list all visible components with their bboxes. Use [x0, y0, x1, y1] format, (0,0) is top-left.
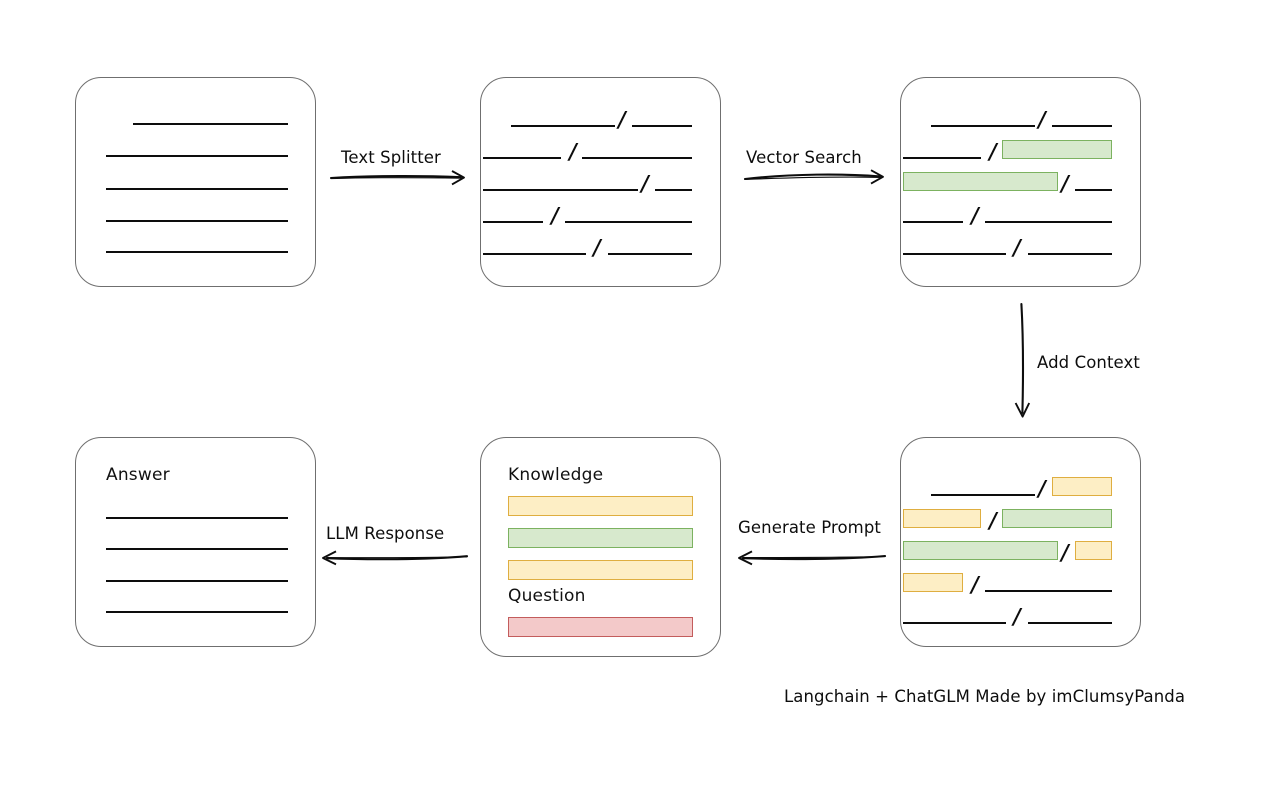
chunk-segment: [608, 253, 692, 255]
chunk-segment: [632, 125, 692, 127]
chunk-segment: [483, 221, 543, 223]
context-chunk-yellow: [903, 573, 963, 592]
chunk-segment: [565, 221, 692, 223]
matched-chunk-green: [903, 172, 1058, 191]
chunk-segment: [483, 157, 561, 159]
chunk-separator: /: [989, 507, 997, 533]
doc-line: [106, 220, 288, 222]
knowledge-bar-yellow: [508, 560, 693, 580]
answer-line: [106, 611, 288, 613]
answer-line: [106, 517, 288, 519]
edge-label-add-context: Add Context: [1037, 353, 1140, 372]
answer-line: [106, 580, 288, 582]
chunk-segment: [931, 494, 1035, 496]
chunk-segment: [985, 221, 1112, 223]
edge-label-text-splitter: Text Splitter: [341, 148, 441, 167]
context-chunk-yellow: [1052, 477, 1112, 496]
chunk-segment: [903, 157, 981, 159]
knowledge-bar-yellow: [508, 496, 693, 516]
edge-label-llm-response: LLM Response: [326, 524, 445, 543]
chunk-separator: /: [551, 202, 559, 228]
doc-line: [106, 251, 288, 253]
arrow-vector-search: [743, 167, 889, 187]
prompt-heading-question: Question: [508, 586, 586, 606]
chunk-segment: [931, 125, 1035, 127]
node-context-enriched-chunks[interactable]: / / / / /: [900, 437, 1141, 647]
chunk-segment: [903, 622, 1006, 624]
arrow-generate-prompt: [734, 548, 887, 568]
arrow-add-context: [1012, 302, 1034, 421]
chunk-segment: [985, 590, 1112, 592]
matched-chunk-green: [1002, 509, 1112, 528]
chunk-separator: /: [1038, 106, 1046, 132]
node-vector-search-results[interactable]: / / / / /: [900, 77, 1141, 287]
question-bar-red: [508, 617, 693, 637]
chunk-separator: /: [971, 202, 979, 228]
chunk-segment: [1028, 622, 1112, 624]
chunk-separator: /: [989, 138, 997, 164]
doc-line: [106, 188, 288, 190]
chunk-separator: /: [618, 106, 626, 132]
chunk-separator: /: [971, 571, 979, 597]
knowledge-bar-green: [508, 528, 693, 548]
edge-label-vector-search: Vector Search: [746, 148, 862, 167]
arrow-llm-response: [318, 548, 469, 568]
chunk-segment: [1075, 189, 1112, 191]
arrow-text-splitter: [329, 168, 470, 188]
diagram-caption: Langchain + ChatGLM Made by imClumsyPand…: [784, 687, 1186, 706]
chunk-segment: [903, 253, 1006, 255]
chunk-segment: [903, 221, 963, 223]
node-prompt[interactable]: Knowledge Question: [480, 437, 721, 657]
chunk-separator: /: [1013, 603, 1021, 629]
doc-line: [133, 123, 288, 125]
prompt-heading-knowledge: Knowledge: [508, 465, 604, 485]
chunk-separator: /: [569, 138, 577, 164]
node-split-chunks[interactable]: / / / / /: [480, 77, 721, 287]
chunk-separator: /: [1061, 170, 1069, 196]
answer-line: [106, 548, 288, 550]
answer-heading: Answer: [106, 465, 170, 485]
chunk-segment: [483, 189, 638, 191]
chunk-separator: /: [1013, 234, 1021, 260]
node-source-document[interactable]: [75, 77, 316, 287]
chunk-segment: [1028, 253, 1112, 255]
chunk-separator: /: [1061, 539, 1069, 565]
chunk-separator: /: [1038, 475, 1046, 501]
chunk-segment: [511, 125, 615, 127]
chunk-separator: /: [593, 234, 601, 260]
chunk-segment: [582, 157, 692, 159]
chunk-segment: [1052, 125, 1112, 127]
chunk-segment: [655, 189, 692, 191]
edge-label-generate-prompt: Generate Prompt: [738, 518, 881, 537]
matched-chunk-green: [1002, 140, 1112, 159]
context-chunk-yellow: [903, 509, 981, 528]
chunk-separator: /: [641, 170, 649, 196]
doc-line: [106, 155, 288, 157]
matched-chunk-green: [903, 541, 1058, 560]
context-chunk-yellow: [1075, 541, 1112, 560]
node-answer[interactable]: Answer: [75, 437, 316, 647]
chunk-segment: [483, 253, 586, 255]
